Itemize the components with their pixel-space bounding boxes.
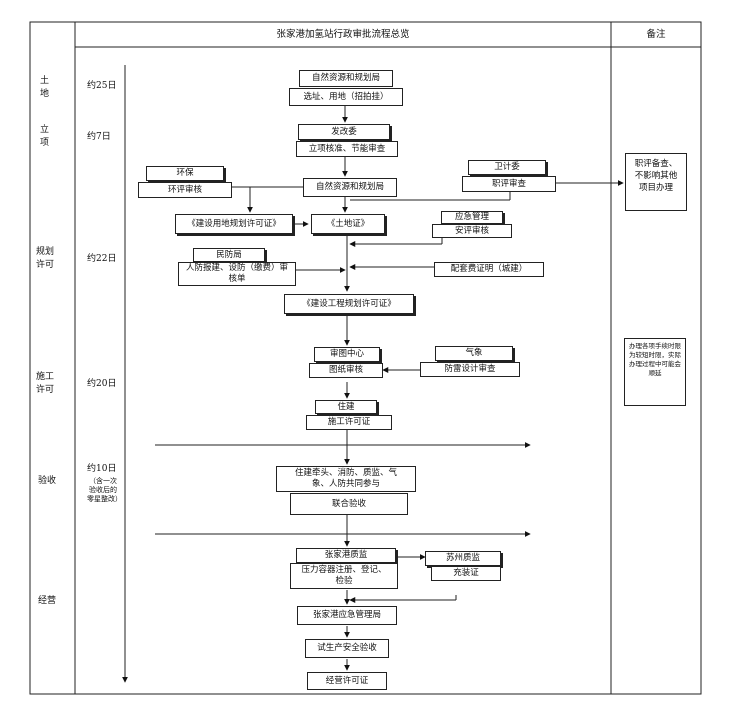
node-pressure-vessel: 压力容器注册、登记、检验 — [290, 563, 398, 589]
node-safety-review: 安评审核 — [432, 224, 512, 238]
node-safety-dept: 应急管理 — [441, 211, 503, 224]
node-lightning-review: 防雷设计审查 — [420, 362, 520, 377]
node-site-selection: 选址、用地（招拍挂） — [289, 88, 403, 106]
remark-time-limit: 办理各项手续时限为较短时限，实际办理过程中可能会顺延 — [624, 338, 686, 406]
node-joint-lead: 住建牵头、消防、质监、气象、人防共同参与 — [276, 466, 416, 492]
node-ndrc: 发改委 — [298, 124, 390, 140]
node-env-review: 环评审核 — [138, 182, 232, 198]
stage-planning: 规划许可 — [35, 247, 54, 270]
node-civil-defence-review: 人防报建、设防（缴费）审核单 — [178, 262, 296, 286]
node-construction-permit: 施工许可证 — [306, 415, 392, 430]
remark-occupational-health: 职评备查、不影响其他项目办理 — [625, 153, 687, 211]
node-planning-permit: 《建设工程规划许可证》 — [284, 294, 414, 314]
node-met-dept: 气象 — [435, 346, 513, 361]
node-zjg-quality-dept: 张家港质监 — [296, 548, 396, 563]
node-emergency-bureau: 张家港应急管理局 — [297, 606, 397, 625]
stage-land: 土地 — [39, 76, 49, 99]
node-natural-resources-1: 自然资源和规划局 — [299, 70, 393, 87]
node-filling-cert: 充装证 — [431, 566, 501, 581]
node-sz-quality-dept: 苏州质监 — [425, 551, 501, 566]
node-fee-cert: 配套费证明（城建） — [434, 262, 544, 277]
stage-project: 立项 — [39, 125, 49, 148]
remarks-header: 备注 — [646, 29, 666, 40]
node-env-dept: 环保 — [146, 166, 224, 181]
stage-construction: 施工许可 — [35, 372, 54, 395]
duration-acceptance-note: （含一次验收后的零星整改） — [87, 477, 122, 503]
node-natural-resources-2: 自然资源和规划局 — [303, 178, 397, 197]
node-housing-dept: 住建 — [315, 400, 377, 414]
node-trial-production: 试生产安全验收 — [305, 639, 389, 658]
node-civil-defence-dept: 民防局 — [193, 248, 265, 262]
node-landuse-permit: 《建设用地规划许可证》 — [175, 214, 293, 234]
diagram-title: 张家港加氢站行政审批流程总览 — [276, 29, 410, 40]
node-operating-license: 经营许可证 — [307, 672, 387, 690]
node-joint-acceptance: 联合验收 — [290, 493, 408, 515]
node-health-dept: 卫计委 — [468, 160, 546, 175]
stage-operation: 经营 — [37, 596, 56, 606]
duration-project: 约7日 — [87, 132, 111, 142]
duration-land: 约25日 — [87, 81, 117, 91]
node-project-approval: 立项核准、节能审查 — [296, 141, 398, 157]
stage-acceptance: 验收 — [37, 476, 56, 486]
node-drawing-review-center: 审图中心 — [314, 347, 380, 362]
node-health-review: 职评审查 — [462, 176, 556, 192]
duration-planning: 约22日 — [87, 254, 117, 264]
duration-acceptance: 约10日 — [87, 464, 117, 474]
node-land-cert: 《土地证》 — [311, 214, 385, 234]
node-drawing-review: 图纸审核 — [309, 363, 383, 378]
duration-construction: 约20日 — [87, 379, 117, 389]
